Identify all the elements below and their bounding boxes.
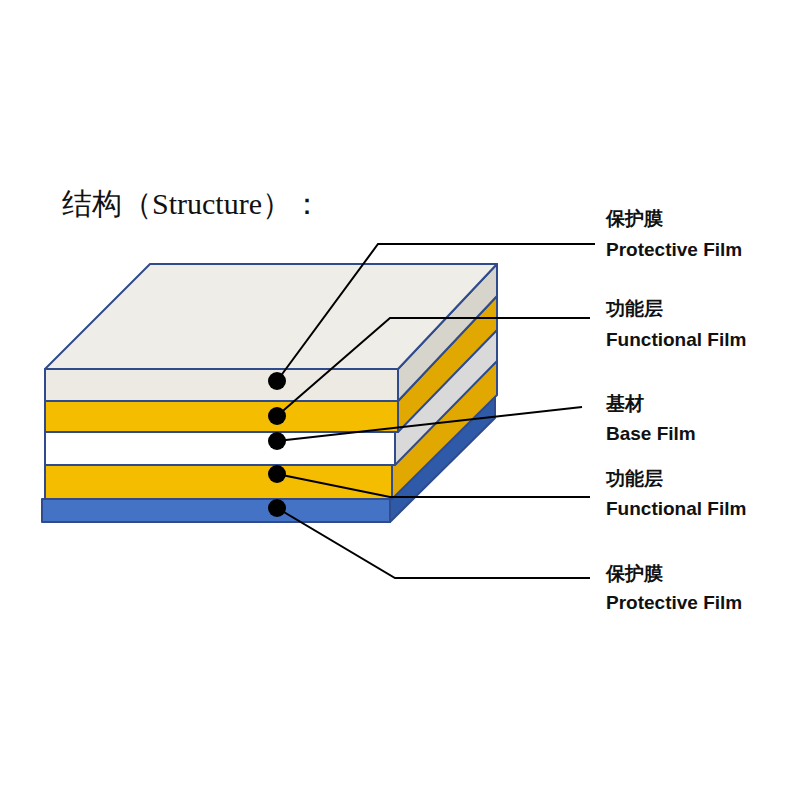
layer-label: Protective Film [606,591,742,615]
layer-top [45,264,497,369]
leader-line [277,244,595,381]
layer-label: Protective Film [606,238,742,262]
callout-dot [268,372,286,390]
leader-line [277,508,590,578]
layer-label: 保护膜 [606,207,663,231]
layer-label: 基材 [606,392,644,416]
callout-dot [268,407,286,425]
leader-line [277,407,582,441]
functional-layer [45,401,398,432]
layer-label: Base Film [606,422,696,446]
protective-layer [45,369,398,401]
leader-line [277,318,590,416]
protective-layer [42,499,390,522]
diagram-title: 结构（Structure）： [62,186,322,222]
layer-label: 功能层 [606,467,663,491]
base-layer [45,432,395,465]
callout-dot [268,432,286,450]
functional-layer [45,465,392,499]
layer-label: 功能层 [606,297,663,321]
layer-label: Functional Film [606,328,746,352]
callout-dot [268,499,286,517]
callout-dot [268,465,286,483]
layer-label: Functional Film [606,497,746,521]
leader-line [277,474,590,497]
layer-label: 保护膜 [606,562,663,586]
